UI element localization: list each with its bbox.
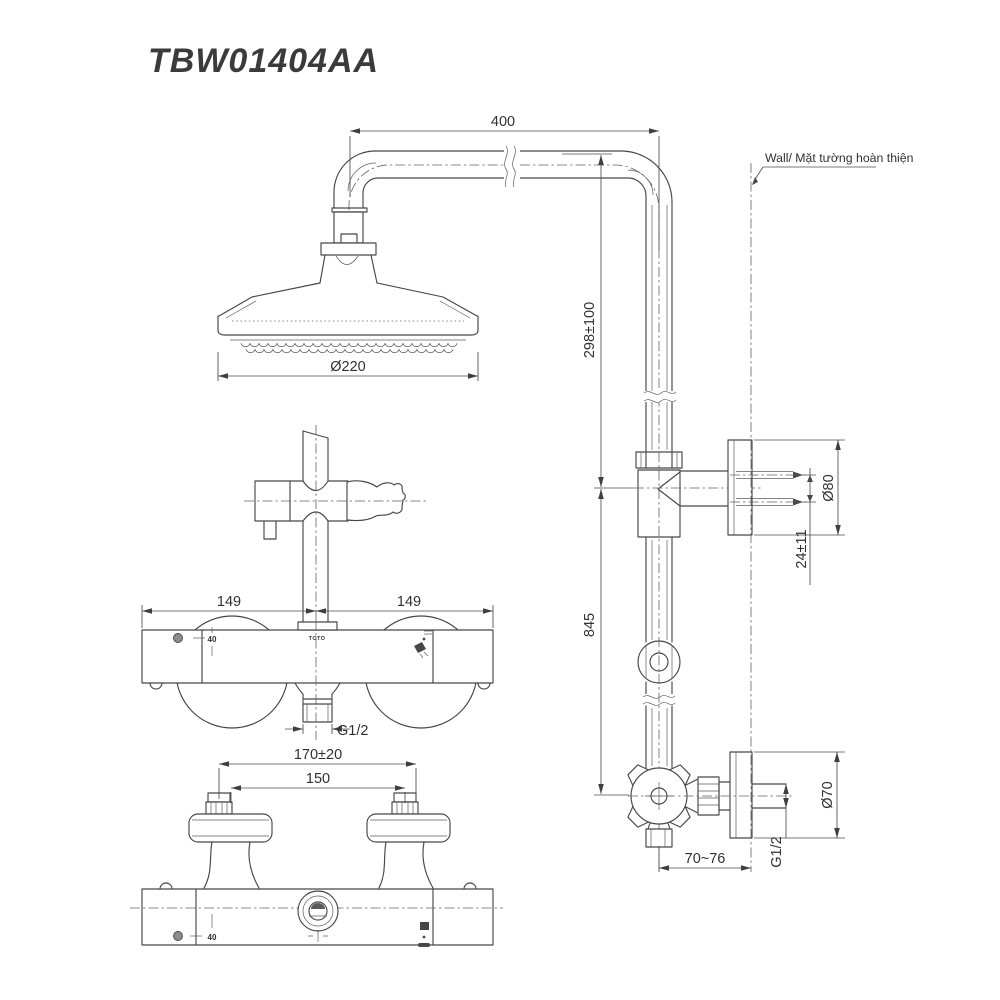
dim-head-diameter-label: Ø220	[330, 359, 365, 375]
dim-body-right-label: 149	[397, 594, 421, 610]
dim-drop-height-label: 298±100	[582, 302, 598, 358]
dim-screw-adjust-label: 24±11	[794, 529, 810, 568]
dim-outlet-thread-label: G1/2	[337, 723, 368, 739]
dim-inlet-outer-label: 170±20	[294, 747, 342, 763]
dim-arm-length-label: 400	[491, 114, 515, 130]
wall-bracket-detail	[727, 439, 806, 536]
dim-head-diameter: Ø220	[217, 352, 479, 381]
dim-inlet-spans: 170±20 150	[218, 747, 417, 803]
temp-marking-bottom: 40	[208, 933, 217, 942]
dim-side-view: 298±100 845 Ø80 24±11 Ø70 G1/2	[562, 153, 845, 872]
logo-text-front: TOTO	[309, 636, 326, 642]
supply-valve-detail	[627, 751, 792, 848]
dim-inlet-inner-label: 150	[306, 771, 330, 787]
safety-button	[173, 633, 183, 643]
shower-arm-pipe	[333, 145, 673, 453]
dim-supply-thread-label: G1/2	[769, 836, 785, 867]
bracket-flange	[727, 439, 753, 536]
temp-marking-front: 40	[208, 635, 217, 644]
wall-finish-label: Wall/ Mặt tường hoàn thiện	[765, 151, 914, 165]
handshower-holder	[346, 480, 406, 522]
slide-bar-holder-view	[244, 425, 428, 623]
dim-wall-offset-label: 70~76	[685, 851, 726, 867]
dim-supply-flange-label: Ø70	[820, 781, 836, 808]
dim-arm-length: 400	[349, 114, 660, 250]
overhead-shower-view	[217, 207, 479, 353]
dim-body-left-label: 149	[217, 594, 241, 610]
shower-mode-icon	[414, 642, 426, 653]
dim-body-spans: 149 149 G1/2	[141, 594, 494, 739]
page-title: TBW01404AA	[148, 42, 380, 80]
dim-bracket-flange-label: Ø80	[821, 474, 837, 501]
mixer-bottom-view: 40	[130, 792, 503, 947]
supply-flange	[729, 751, 753, 839]
wall-reference: Wall/ Mặt tường hoàn thiện	[750, 151, 914, 872]
dim-bar-length-label: 845	[582, 613, 598, 637]
mixer-front-view: 40 TOTO	[141, 615, 494, 740]
